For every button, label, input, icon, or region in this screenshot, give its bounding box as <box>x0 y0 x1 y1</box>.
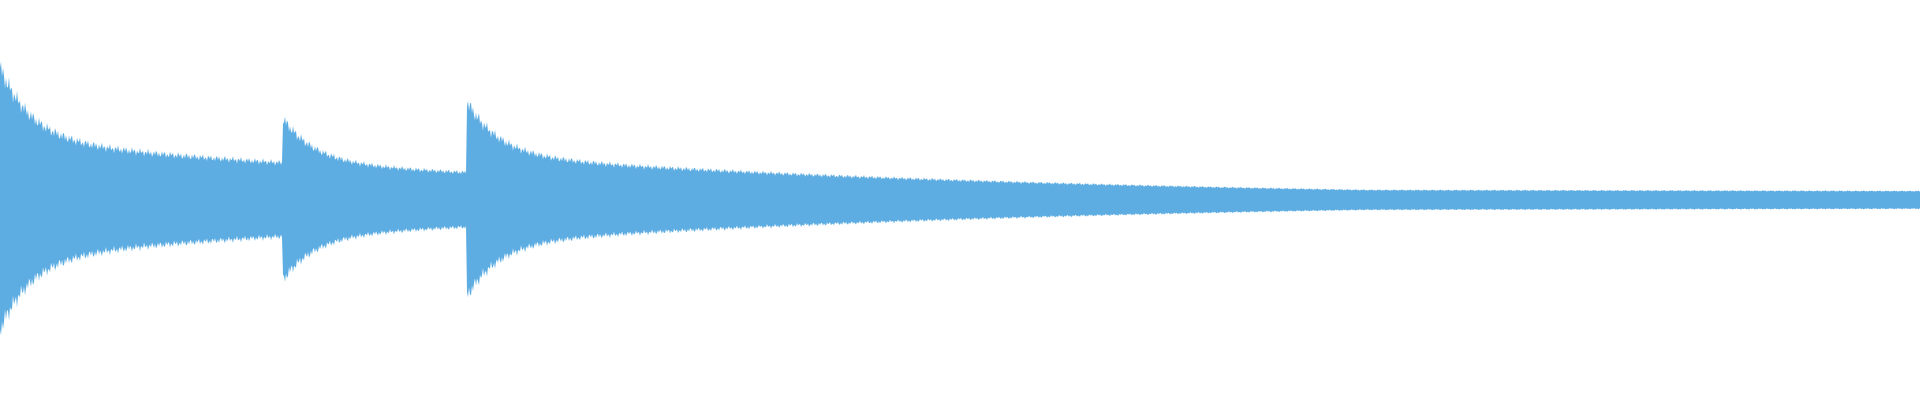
waveform-envelope <box>0 61 1920 336</box>
